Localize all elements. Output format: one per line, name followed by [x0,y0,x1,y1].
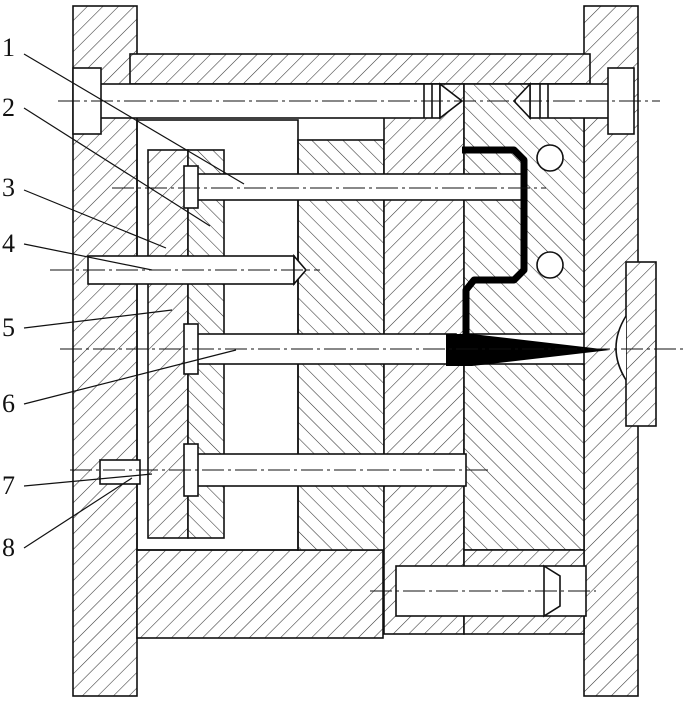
locating-ring [615,315,627,381]
bottom-base-plate [136,549,384,639]
sprue-bushing-flange [625,261,657,427]
callout-4: 4 [2,229,15,258]
molded-part-wall [462,146,528,334]
callout-6: 6 [2,389,15,418]
top-plate [129,53,591,85]
sprue-runner [446,334,610,366]
ejector-retainer-plate [147,149,189,539]
leader-1 [23,53,245,185]
ejector-pin-main [195,333,457,365]
mold-assembly [72,5,657,697]
leader-8 [23,477,133,549]
callout-3: 3 [2,173,15,202]
callout-7: 7 [2,471,15,500]
cavity-plate-lower [463,363,585,551]
callout-5: 5 [2,313,15,342]
leader-6 [23,349,237,405]
callout-1: 1 [2,33,15,62]
callout-8: 8 [2,533,15,562]
center-lines [50,100,686,592]
molded-part [446,146,610,366]
leader-lines [23,53,245,549]
callout-labels: 1 2 3 4 5 6 7 8 [2,33,15,562]
leader-2 [23,107,211,227]
stop-pin [99,459,141,485]
callout-2: 2 [2,93,15,122]
leader-5 [23,309,173,329]
return-pin [193,173,525,201]
cooling-channel-upper [536,144,564,172]
leader-7 [23,473,153,487]
cooling-channel-lower [536,251,564,279]
leader-4 [23,243,153,271]
leader-3 [23,189,167,249]
